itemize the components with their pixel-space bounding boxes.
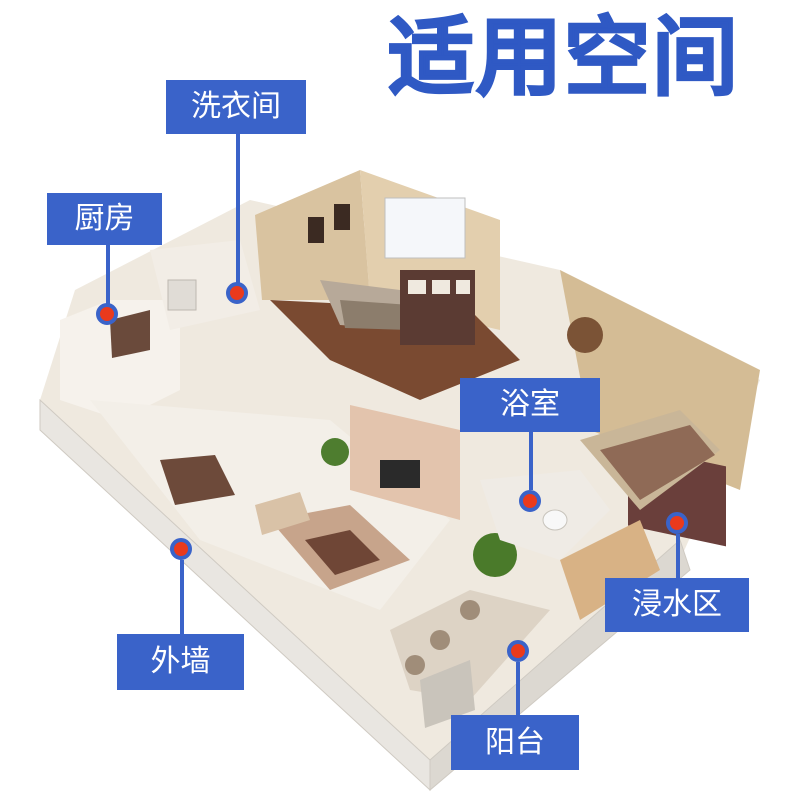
pin-balcony: [507, 640, 529, 662]
leader-flood: [676, 534, 680, 580]
shelf-slot: [432, 280, 450, 294]
shelf-slot: [408, 280, 426, 294]
balcony-railing: [420, 660, 475, 728]
balcony-chair: [460, 600, 480, 620]
round-mirror: [567, 317, 603, 353]
balcony-chair: [430, 630, 450, 650]
leader-kitchen: [106, 245, 110, 305]
plant: [321, 438, 349, 466]
balcony-chair: [405, 655, 425, 675]
shelf-slot: [456, 280, 470, 294]
kitchen-cabinet: [110, 310, 150, 358]
leader-bathroom: [529, 432, 533, 490]
pin-bathroom: [519, 490, 541, 512]
pin-flood: [666, 512, 688, 534]
leader-wall: [180, 560, 184, 636]
sink: [542, 509, 568, 531]
sofa: [255, 492, 310, 535]
flood-area-steps: [560, 520, 660, 620]
label-balcony: 阳台: [451, 715, 579, 770]
leader-balcony: [516, 662, 520, 717]
label-bathroom: 浴室: [460, 378, 600, 432]
picture-frame: [308, 217, 324, 243]
label-wall: 外墙: [117, 634, 244, 690]
balcony-floor: [390, 590, 550, 700]
leader-laundry: [236, 134, 240, 284]
pin-wall: [170, 538, 192, 560]
page-title: 适用空间: [387, 7, 740, 109]
pin-laundry: [226, 282, 248, 304]
dining-table: [160, 455, 235, 505]
picture-frame: [334, 204, 350, 230]
bed2-cover: [600, 425, 715, 500]
window: [384, 197, 466, 259]
coffee-table: [305, 530, 380, 575]
label-kitchen: 厨房: [47, 193, 162, 245]
bed-cover: [340, 300, 410, 330]
washer: [167, 279, 197, 311]
pin-kitchen: [96, 303, 118, 325]
label-laundry: 洗衣间: [166, 80, 306, 134]
label-flood: 浸水区: [605, 578, 749, 632]
tv: [380, 460, 420, 488]
plant: [473, 533, 517, 577]
